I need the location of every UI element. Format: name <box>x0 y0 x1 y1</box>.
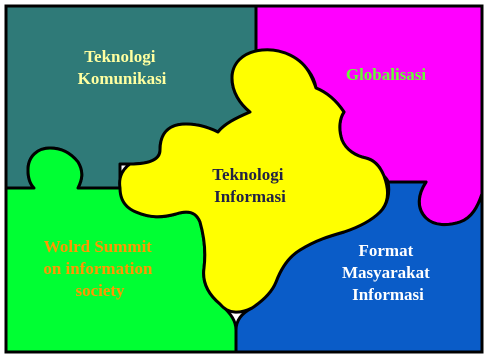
label-globalisasi: Globalisasi <box>346 65 427 84</box>
piece-teknologi-informasi <box>118 48 389 314</box>
label-world-summit: Wolrd Summit on information society <box>43 237 156 300</box>
label-teknologi-informasi: Teknologi Informasi <box>212 165 287 206</box>
label-teknologi-komunikasi: Teknologi Komunikasi <box>78 47 167 88</box>
label-format-masyarakat: Format Masyarakat Informasi <box>342 241 434 304</box>
diagram-frame <box>4 4 484 354</box>
